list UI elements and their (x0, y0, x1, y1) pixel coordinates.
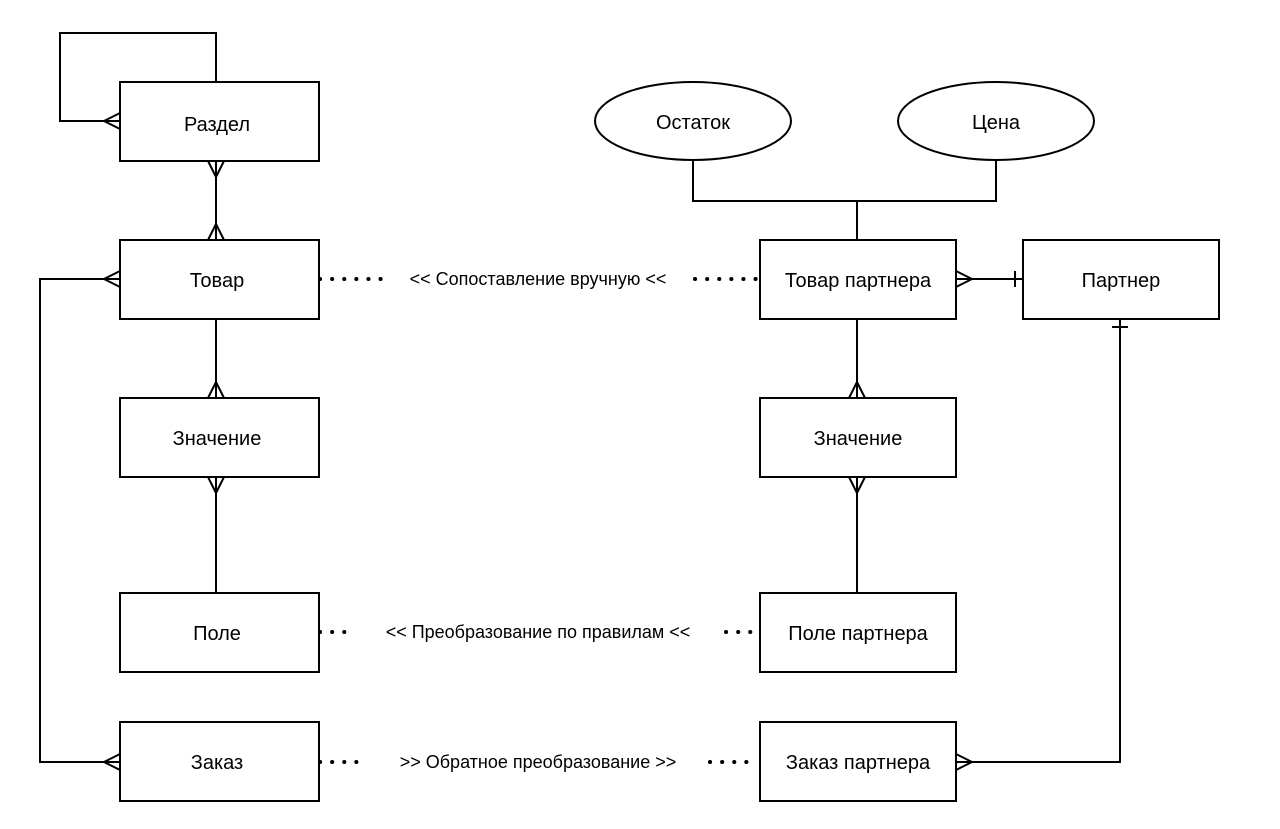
entity-box-zakaz (119, 721, 320, 802)
entity-label-zakaz: Заказ (191, 752, 243, 774)
zakaz-loop-crowfoot (103, 753, 121, 771)
razdel-tovar-crowfoot-top (207, 160, 225, 178)
tovar-znachenie-crowfoot (207, 381, 225, 399)
entity-label-partner: Партнер (1082, 270, 1161, 292)
entity-box-znachenie-right (759, 397, 957, 478)
entity-box-partner (1022, 239, 1220, 320)
mapping-label-manual: << Сопоставление вручную << (410, 269, 667, 289)
attribute-ellipse-cena (897, 81, 1095, 161)
partner-zakaz-partnera-edge (956, 319, 1121, 763)
tovar-zakaz-loop (39, 278, 120, 763)
entity-box-znachenie-left (119, 397, 320, 478)
entity-label-pole: Поле (193, 623, 241, 645)
entity-label-tovar: Товар (190, 270, 244, 292)
zakaz-partnera-crowfoot (955, 753, 973, 771)
attribute-label-ostatok: Остаток (656, 112, 730, 134)
attribute-label-cena: Цена (972, 112, 1021, 134)
entity-box-tovar-partnera (759, 239, 957, 320)
razdel-tovar-crowfoot-bottom (207, 223, 225, 241)
mapping-label-rules: << Преобразование по правилам << (386, 622, 691, 642)
entity-label-razdel: Раздел (184, 114, 250, 136)
entity-box-pole (119, 592, 320, 673)
razdel-self-loop (59, 32, 217, 122)
entity-label-zakaz-partnera: Заказ партнера (786, 752, 931, 774)
entity-box-pole-partnera (759, 592, 957, 673)
razdel-self-loop-crowfoot (103, 112, 121, 130)
tovar-loop-crowfoot (103, 270, 121, 288)
attribute-ellipse-ostatok (594, 81, 792, 161)
entity-label-znachenie-right: Значение (814, 428, 903, 450)
znachenie-pole-crowfoot (207, 476, 225, 494)
mapping-label-reverse: >> Обратное преобразование >> (400, 752, 677, 772)
tovar-partnera-partner-crowfoot (955, 270, 973, 288)
znachenie-pole-partnera-crowfoot (848, 476, 866, 494)
tovar-partnera-znachenie-crowfoot (848, 381, 866, 399)
entity-box-razdel (119, 81, 320, 162)
entity-label-pole-partnera: Поле партнера (788, 623, 928, 645)
entity-box-zakaz-partnera (759, 721, 957, 802)
entity-label-znachenie-left: Значение (173, 428, 262, 450)
attributes-connector (692, 160, 997, 240)
entity-box-tovar (119, 239, 320, 320)
entity-label-tovar-partnera: Товар партнера (785, 270, 932, 292)
